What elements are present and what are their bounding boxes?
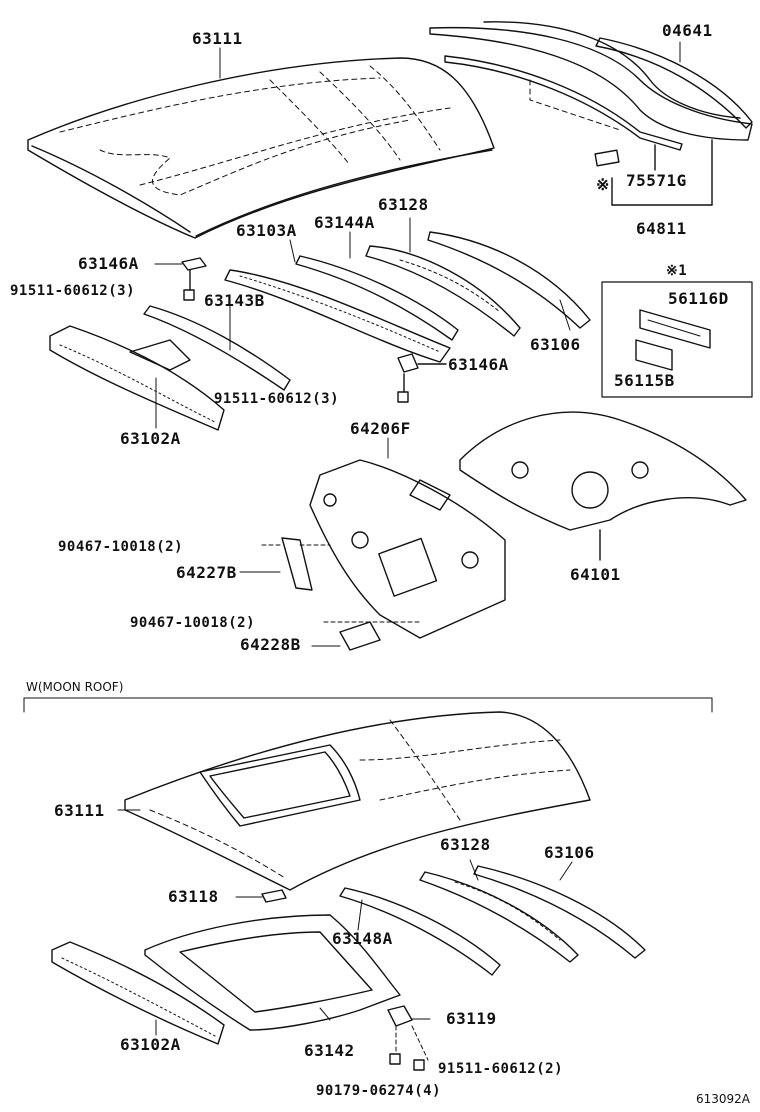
label-moon-63106: 63106 <box>544 843 595 862</box>
bracket-64228B <box>323 621 421 651</box>
label-91511-mid: 91511-60612(3) <box>214 391 340 407</box>
roof-panel-rear-header-63102A <box>49 325 225 431</box>
label-04641: 04641 <box>662 21 713 40</box>
label-63142: 63142 <box>304 1041 355 1060</box>
bracket-63119 <box>387 1005 429 1071</box>
label-56116D: 56116D <box>668 289 729 308</box>
back-window-glass-04641 <box>429 21 753 206</box>
bracket-63118 <box>261 889 287 903</box>
label-63143B: 63143B <box>204 291 265 310</box>
label-63144A: 63144A <box>314 213 375 232</box>
label-90179: 90179-06274(4) <box>316 1083 442 1099</box>
roof-reinforcement-63144A <box>295 255 459 341</box>
roof-bow-63106 <box>427 231 591 329</box>
label-63146A-left: 63146A <box>78 254 139 273</box>
roof-panel-moon-63111 <box>124 711 591 891</box>
bracket-63146A-right <box>397 353 447 403</box>
roof-bow-63128 <box>365 245 521 337</box>
roof-bow-moon-63128 <box>419 871 579 963</box>
roof-bow-moon-63106 <box>473 865 646 959</box>
label-64228B: 64228B <box>240 635 301 654</box>
label-63118: 63118 <box>168 887 219 906</box>
label-moon-63128: 63128 <box>440 835 491 854</box>
label-63128: 63128 <box>378 195 429 214</box>
label-64227B: 64227B <box>176 563 237 582</box>
inset-mark: ※1 <box>666 263 688 279</box>
bracket-64227B <box>261 537 331 591</box>
roof-panel-rear-header-moon-63102A <box>51 941 225 1045</box>
label-64101: 64101 <box>570 565 621 584</box>
rear-floor-pan-64101 <box>459 411 747 561</box>
label-63103A: 63103A <box>236 221 297 240</box>
label-90467-a: 90467-10018(2) <box>58 539 184 555</box>
label-90467-b: 90467-10018(2) <box>130 615 256 631</box>
label-63111: 63111 <box>192 29 243 48</box>
label-63102A: 63102A <box>120 429 181 448</box>
roof-panel-63111 <box>27 57 495 239</box>
label-63146A-right: 63146A <box>448 355 509 374</box>
label-moon-91511: 91511-60612(2) <box>438 1061 564 1077</box>
label-63148A: 63148A <box>332 929 393 948</box>
label-91511-left: 91511-60612(3) <box>10 283 136 299</box>
label-63119: 63119 <box>446 1009 497 1028</box>
roof-bow-63148A <box>339 887 501 976</box>
inset-box <box>601 281 753 398</box>
label-63106: 63106 <box>530 335 581 354</box>
label-75571G: 75571G <box>626 171 687 190</box>
roof-bow-63143B <box>143 305 291 391</box>
bracket-63146A-left <box>181 257 207 301</box>
mark-note: ※ <box>596 175 610 194</box>
label-64811: 64811 <box>636 219 687 238</box>
package-tray-panel-64206F <box>309 459 506 639</box>
diagram-code: 613092A <box>696 1092 751 1106</box>
moon-roof-caption: W(MOON ROOF) <box>26 680 124 694</box>
label-moon-63111: 63111 <box>54 801 105 820</box>
roof-bow-63103A <box>224 269 451 363</box>
moon-roof-reinforcement-63142 <box>144 914 401 1031</box>
label-56115B: 56115B <box>614 371 675 390</box>
label-moon-63102A: 63102A <box>120 1035 181 1054</box>
label-64206F: 64206F <box>350 419 411 438</box>
